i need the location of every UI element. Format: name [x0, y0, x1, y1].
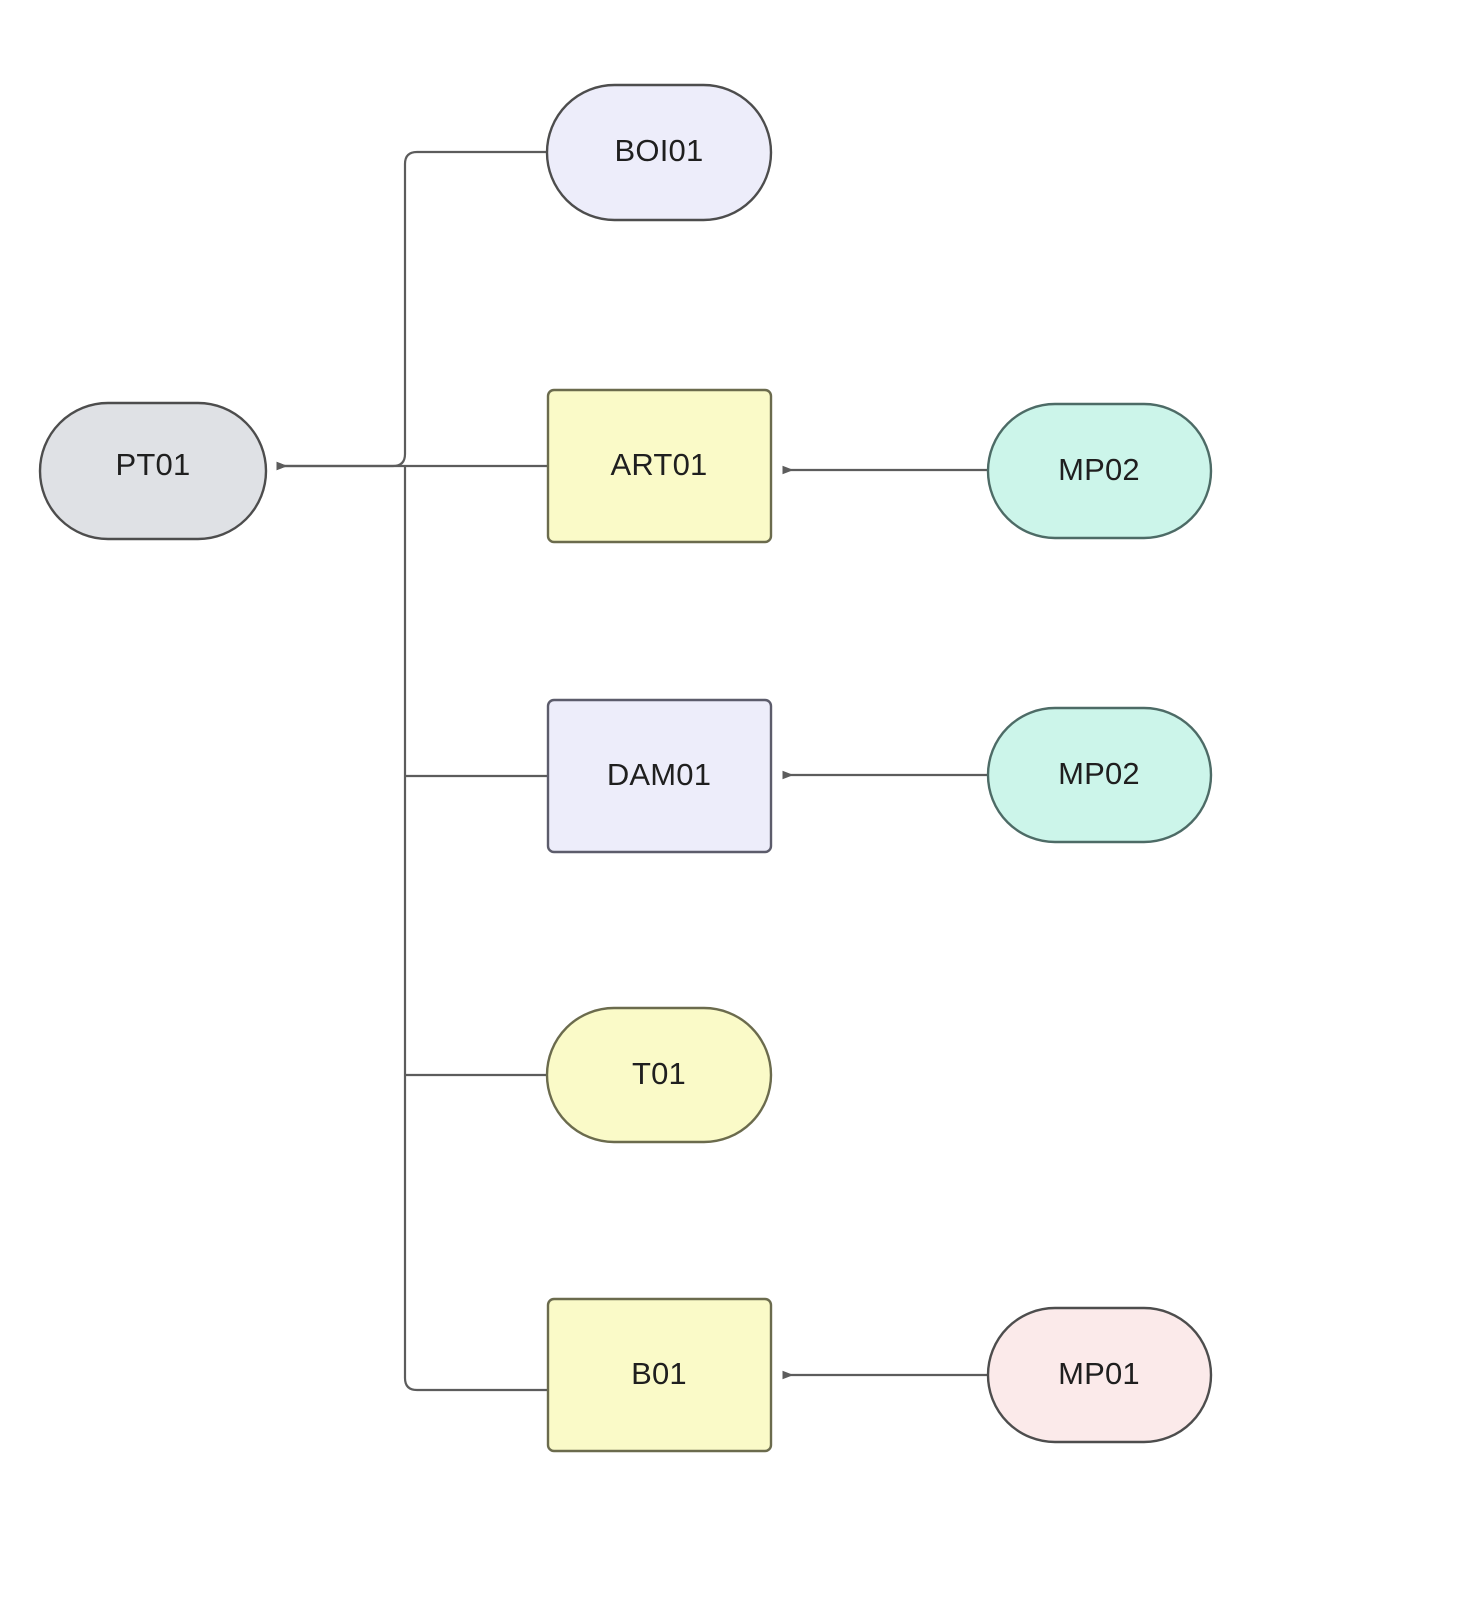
node-boi01[interactable]: BOI01 — [545, 83, 773, 222]
node-pt01[interactable]: PT01 — [38, 401, 268, 541]
node-shape-art01[interactable] — [546, 388, 773, 544]
node-shape-dam01[interactable] — [546, 698, 773, 854]
node-shape-t01[interactable] — [545, 1006, 773, 1144]
node-shape-boi01[interactable] — [545, 83, 773, 222]
edge-b01-pt01 — [403, 466, 548, 1392]
node-shape-b01[interactable] — [546, 1297, 773, 1453]
node-art01[interactable]: ART01 — [546, 388, 773, 544]
node-t01[interactable]: T01 — [545, 1006, 773, 1144]
node-mp02_b[interactable]: MP02 — [986, 706, 1213, 844]
node-shape-pt01[interactable] — [38, 401, 268, 541]
edge-boi01-pt01 — [276, 150, 547, 471]
edges-layer — [276, 150, 988, 1392]
node-mp02_a[interactable]: MP02 — [986, 402, 1213, 540]
node-shape-mp02_a[interactable] — [986, 402, 1213, 540]
node-shape-mp02_b[interactable] — [986, 706, 1213, 844]
node-mp01[interactable]: MP01 — [986, 1306, 1213, 1444]
node-b01[interactable]: B01 — [546, 1297, 773, 1453]
node-shape-mp01[interactable] — [986, 1306, 1213, 1444]
node-dam01[interactable]: DAM01 — [546, 698, 773, 854]
